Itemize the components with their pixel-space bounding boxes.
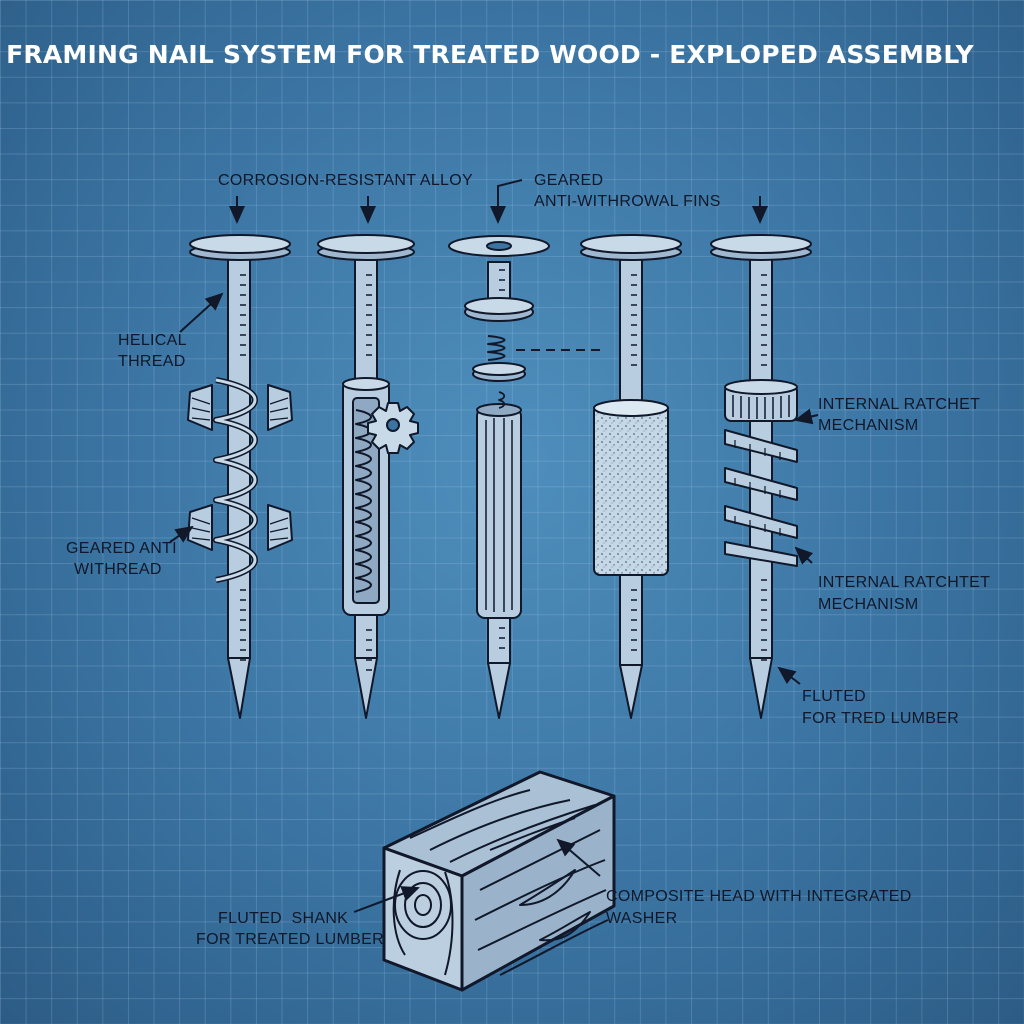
label-fluted-shank-line1: FLUTED SHANK <box>218 910 349 927</box>
treated-lumber-block <box>382 770 616 992</box>
label-composite-head-line1: COMPOSITE HEAD WITH INTEGRATED <box>606 888 912 905</box>
label-geared-anti-line2: WITHREAD <box>74 561 162 578</box>
label-geared-fins-line1: GEARED <box>534 172 604 189</box>
diagram-title: FRAMING NAIL SYSTEM FOR TREATED WOOD - E… <box>6 40 974 69</box>
label-helical-line2: THREAD <box>118 353 186 370</box>
label-ratchet-b-line1: INTERNAL RATCHTET <box>818 574 991 591</box>
label-geared-anti-line1: GEARED ANTI <box>66 540 177 557</box>
label-ratchet-a-line2: MECHANISM <box>818 417 919 434</box>
nail-sleeve-gear <box>317 234 419 719</box>
nail-helical <box>187 234 293 719</box>
label-ratchet-b-line2: MECHANISM <box>818 596 919 613</box>
label-corrosion-resistant-alloy: CORROSION-RESISTANT ALLOY <box>218 172 473 189</box>
nail-composite-sleeve <box>580 234 682 719</box>
label-ratchet-a-line1: INTERNAL RATCHET <box>818 396 981 413</box>
nail-ratchet <box>710 234 812 719</box>
label-fluted-line1: FLUTED <box>802 688 867 705</box>
leader-lines <box>169 179 819 913</box>
label-helical-line1: HELICAL <box>118 332 187 349</box>
label-fluted-shank-line2: FOR TREATED LUMBER <box>196 931 384 948</box>
label-composite-head-line2: WASHER <box>606 910 678 927</box>
label-fluted-line2: FOR TRED LUMBER <box>802 710 960 727</box>
nail-exploded-washer <box>448 235 600 719</box>
label-geared-fins-line2: ANTI-WITHROWAL FINS <box>534 193 721 210</box>
